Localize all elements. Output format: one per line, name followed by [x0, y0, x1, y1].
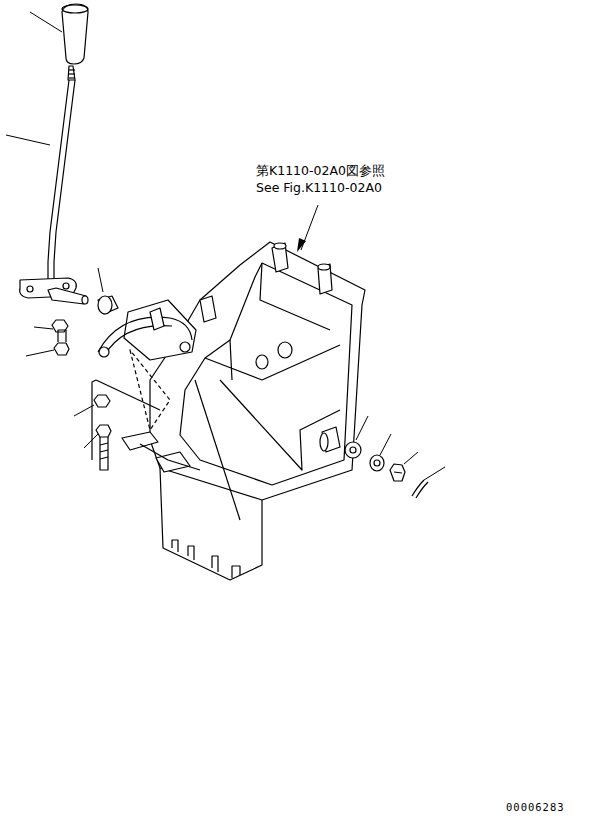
bushing [98, 296, 118, 314]
pin-parts [320, 427, 428, 498]
reference-note: 第K1110-02A0図参照 [256, 164, 385, 178]
drawing-number: 00006283 [506, 801, 565, 813]
reference-note: See Fig.K1110-02A0 [256, 181, 382, 195]
reference-arrow [297, 205, 318, 252]
nut-bolt [52, 320, 111, 470]
lever-rod [20, 66, 88, 304]
lever-knob [62, 4, 88, 64]
bracket-plate [92, 242, 365, 580]
